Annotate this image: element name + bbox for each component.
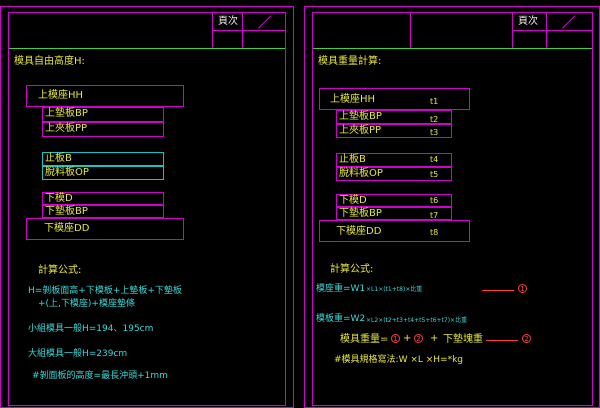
thickness-label-t6: t6 xyxy=(430,196,439,205)
right-title-divider-1 xyxy=(512,13,513,49)
total-plus-2: + xyxy=(430,333,439,344)
left-stripper-label: 脫料板OP xyxy=(45,167,89,178)
left-stopper-plate xyxy=(42,152,164,166)
right-lower-base-plate xyxy=(319,220,470,242)
thickness-label-t7: t7 xyxy=(430,211,439,220)
right-stripper-label: 脫料板OP xyxy=(339,168,383,179)
base-weight-label: 模座重=W1 xyxy=(316,284,366,294)
right-stopper-label: 止板B xyxy=(339,154,366,165)
left-lower-pad-label: 下墊板BP xyxy=(45,206,88,217)
left-stripper-plate xyxy=(42,166,164,180)
left-lower-pad-plate xyxy=(42,205,164,218)
base-weight-expression: ×L1×(t1+t8)×比重 xyxy=(366,286,423,293)
right-lower-die-label: 下模D xyxy=(339,195,367,206)
thickness-label-t2: t2 xyxy=(430,115,439,124)
left-lower-die-plate xyxy=(42,192,164,205)
left-title-divider-1 xyxy=(212,13,213,49)
left-lower-die-label: 下模D xyxy=(45,193,73,204)
right-upper-pad-plate xyxy=(336,110,452,124)
left-upper-pad-label: 上墊板BP xyxy=(45,108,88,119)
total-circle-1: 1 xyxy=(391,334,400,343)
right-stopper-plate xyxy=(336,153,452,167)
lower-pad-block-leader xyxy=(486,340,518,341)
right-upper-pad-label: 上墊板BP xyxy=(339,111,382,122)
left-formula-line1: H=剝板面高+下模板+上墊板+下墊板 xyxy=(28,286,182,296)
spec-line-note: #模具規格寫法:W ×L ×H=*kg xyxy=(334,355,464,365)
right-title-hline xyxy=(512,30,592,31)
right-page-label: 頁次 xyxy=(518,16,538,27)
total-plus-1: + xyxy=(403,333,412,344)
left-formula-title: 計算公式: xyxy=(38,265,82,276)
right-upper-clamp-label: 上夾板PP xyxy=(339,125,382,136)
thickness-label-t4: t4 xyxy=(430,155,439,164)
right-formula-title: 計算公式: xyxy=(330,264,374,275)
left-upper-pad-plate xyxy=(42,107,164,122)
left-title-hline xyxy=(212,30,286,31)
left-stopper-label: 止板B xyxy=(45,153,72,164)
left-large-die-note: 大組模具一般H=239cm xyxy=(28,349,128,359)
left-sheet-inner-frame xyxy=(8,12,286,406)
left-upper-base-plate xyxy=(26,85,184,107)
right-upper-clamp-plate xyxy=(336,124,452,138)
thickness-label-t8: t8 xyxy=(430,228,439,237)
left-small-die-note: 小組模具一般H=194、195cm xyxy=(28,324,154,334)
right-lower-base-label: 下模座DD xyxy=(336,226,382,237)
right-upper-base-label: 上模座HH xyxy=(330,94,376,105)
left-upper-clamp-plate xyxy=(42,122,164,137)
right-sheet-inner-frame xyxy=(312,12,593,406)
left-stripper-note: #剝面板的高度=最長沖頭+1mm xyxy=(32,371,168,381)
left-page-label: 頁次 xyxy=(218,16,238,27)
right-title-divider-0 xyxy=(410,13,411,49)
left-formula-line2: +(上,下模座)+模座墊條 xyxy=(38,299,135,309)
left-title-green-line xyxy=(9,48,285,49)
right-section-title: 模具重量計算: xyxy=(318,56,382,67)
left-title-divider-2 xyxy=(242,13,243,49)
left-lower-base-plate xyxy=(26,218,184,240)
left-upper-base-label: 上模座HH xyxy=(38,90,84,101)
right-title-divider-2 xyxy=(546,13,547,49)
right-title-green-line xyxy=(313,48,592,49)
left-lower-base-label: 下模座DD xyxy=(44,223,90,234)
left-upper-clamp-label: 上夾板PP xyxy=(45,123,88,134)
lower-pad-block-label: 下墊塊重 xyxy=(443,334,483,345)
right-lower-die-plate xyxy=(336,194,452,207)
total-circle-2: 2 xyxy=(414,334,423,343)
right-upper-base-plate xyxy=(319,88,470,110)
left-section-title: 模具自由高度H: xyxy=(14,56,85,67)
right-lower-pad-plate xyxy=(336,207,452,220)
plate-weight-label: 模板重=W2 xyxy=(316,314,366,324)
total-weight-label: 模具重量= xyxy=(340,334,389,345)
plate-weight-expression: ×L2×(t2+t3+t4+t5+t6+t7)×比重 xyxy=(366,317,468,324)
right-lower-pad-label: 下墊板BP xyxy=(339,208,382,219)
thickness-label-t1: t1 xyxy=(430,97,439,106)
thickness-label-t3: t3 xyxy=(430,128,439,137)
circle-marker-2: 2 xyxy=(522,334,531,343)
circle-marker-1: 1 xyxy=(518,284,527,293)
thickness-label-t5: t5 xyxy=(430,170,439,179)
right-stripper-plate xyxy=(336,167,452,181)
base-weight-leader-line xyxy=(482,290,514,291)
